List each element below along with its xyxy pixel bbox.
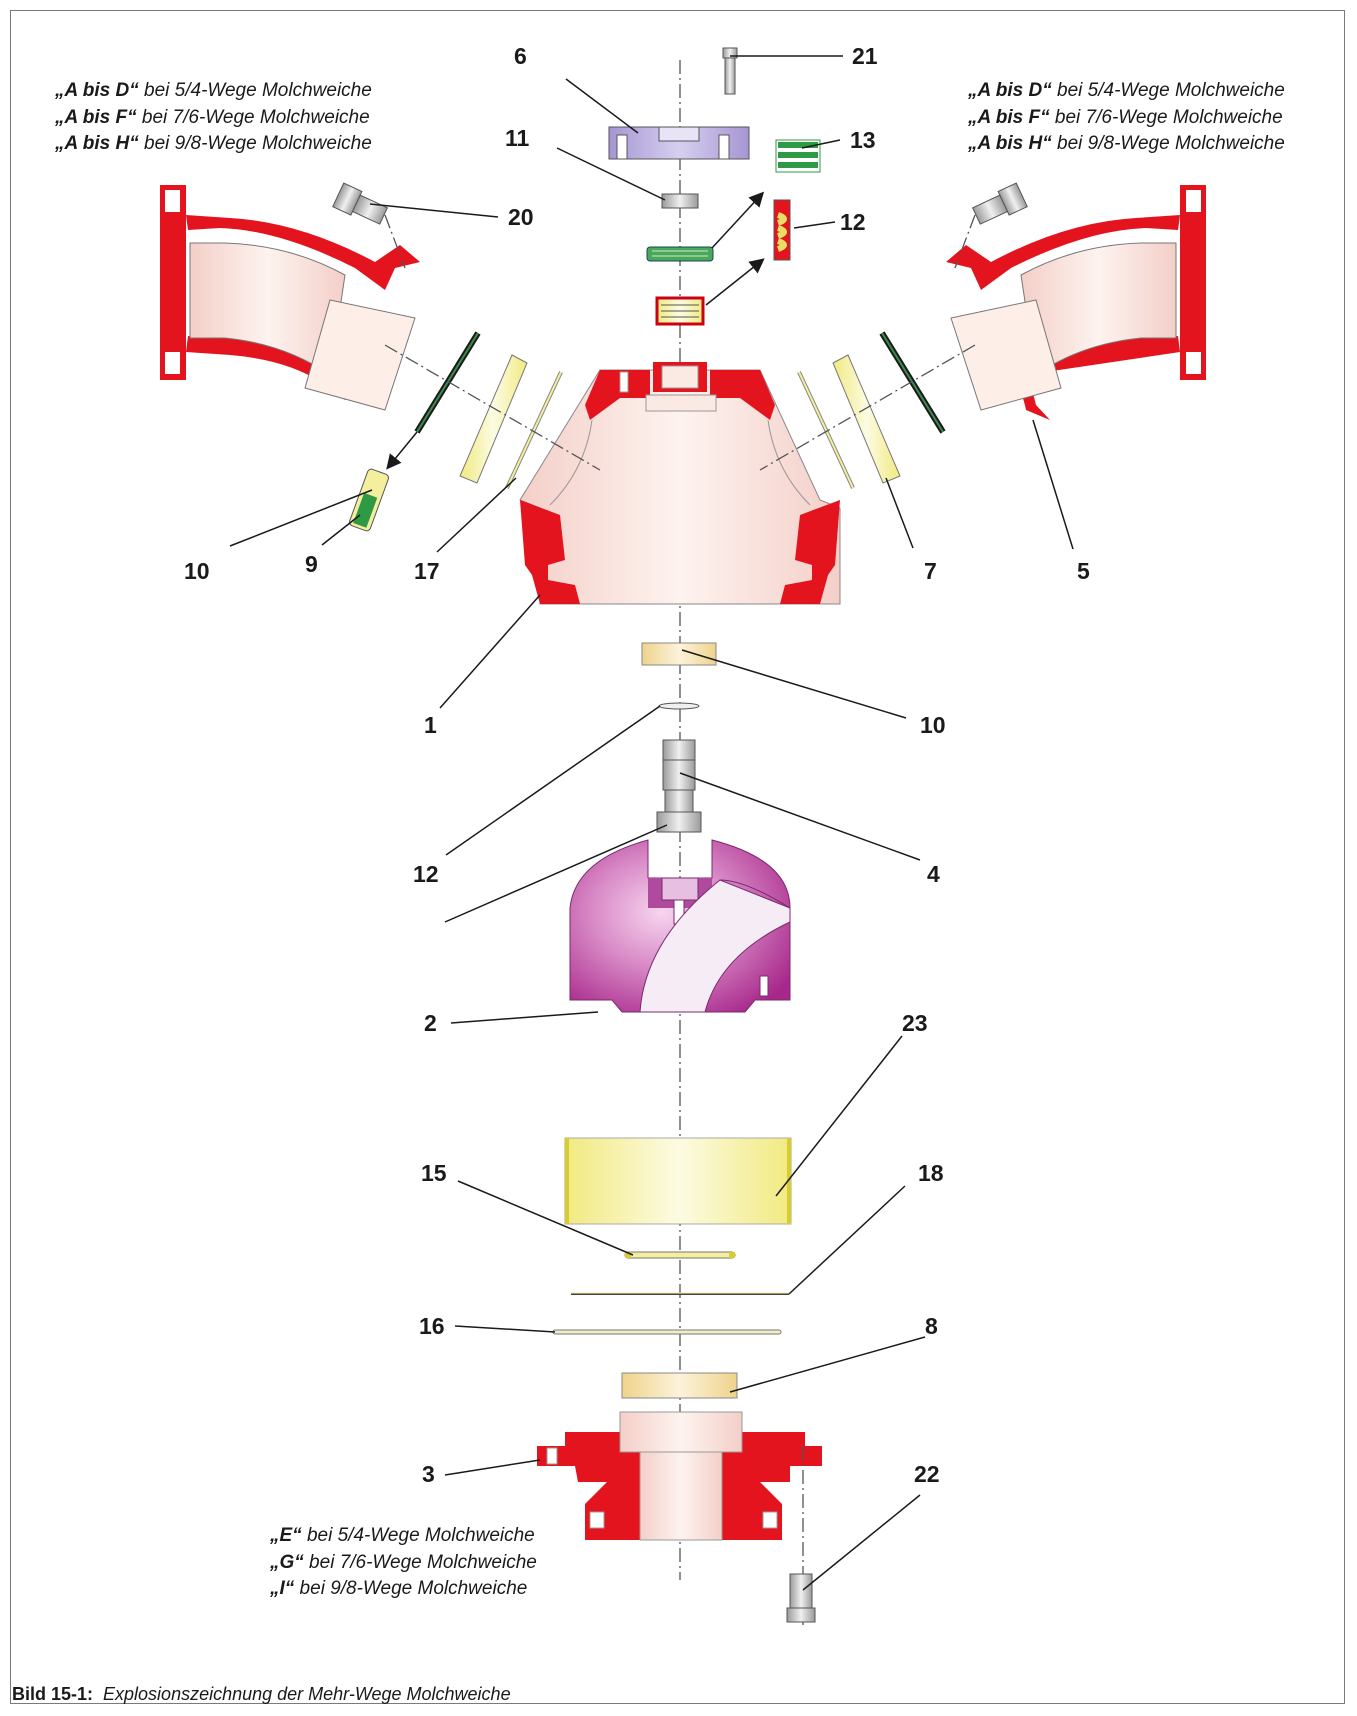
part-20-bolt	[332, 182, 389, 225]
part-6-cover	[608, 126, 750, 160]
label-6: 6	[514, 43, 527, 69]
part-16-disc	[552, 1329, 782, 1335]
drawing-frame	[10, 10, 1345, 1704]
label-10-center: 10	[920, 712, 946, 738]
part-12-packing	[655, 199, 791, 326]
part-17-disc	[505, 371, 563, 489]
left-seal-ring	[459, 354, 528, 484]
note-line: „A bis F“ bei 7/6-Wege Molchweiche	[968, 106, 1283, 128]
note-line: „E“ bei 5/4-Wege Molchweiche	[270, 1525, 535, 1546]
label-12-top: 12	[840, 209, 866, 235]
part-15-seal	[624, 1251, 736, 1259]
label-1: 1	[424, 712, 437, 738]
label-20: 20	[508, 204, 534, 230]
right-seal-ring	[832, 354, 901, 484]
part-21-bolt	[722, 47, 738, 95]
note-line: „A bis D“ bei 5/4-Wege Molchweiche	[55, 80, 372, 101]
caption-text: Explosionszeichnung der Mehr-Wege Molchw…	[103, 1684, 511, 1704]
label-5: 5	[1077, 558, 1090, 584]
part-4-shaft	[656, 739, 702, 833]
part-12-disc	[658, 702, 700, 710]
part-11-bushing	[661, 193, 699, 209]
part-10-bushing	[641, 642, 717, 666]
note-line: „I“ bei 9/8-Wege Molchweiche	[270, 1578, 528, 1599]
label-17: 17	[414, 558, 440, 584]
label-11: 11	[505, 125, 530, 151]
note-line: „A bis H“ bei 9/8-Wege Molchweiche	[55, 133, 372, 154]
part-2-ball	[569, 839, 791, 1013]
label-7: 7	[924, 558, 937, 584]
part-22-bolt	[786, 1573, 816, 1623]
label-15: 15	[421, 1160, 447, 1186]
label-18: 18	[918, 1160, 944, 1186]
note-line: „A bis F“ bei 7/6-Wege Molchweiche	[55, 106, 370, 128]
note-bottom: „E“ bei 5/4-Wege Molchweiche „G“ bei 7/6…	[270, 1523, 537, 1603]
note-line: „A bis H“ bei 9/8-Wege Molchweiche	[968, 133, 1285, 154]
label-4: 4	[927, 861, 940, 887]
right-o-ring	[879, 331, 946, 434]
label-21: 21	[852, 43, 878, 69]
part-3-bottom-flange	[537, 1411, 822, 1541]
part-13-spring	[646, 139, 821, 262]
label-16: 16	[419, 1313, 445, 1339]
part-9-filter-cartridge	[349, 468, 389, 532]
caption-label: Bild 15-1:	[12, 1684, 94, 1704]
label-8: 8	[925, 1313, 938, 1339]
note-top-right: „A bis D“ bei 5/4-Wege Molchweiche „A bi…	[968, 78, 1285, 158]
figure-caption: Bild 15-1: Explosionszeichnung der Mehr-W…	[12, 1684, 511, 1705]
label-2: 2	[424, 1010, 437, 1036]
part-23-sleeve	[564, 1137, 792, 1225]
label-12-center: 12	[413, 861, 439, 887]
label-13: 13	[850, 127, 876, 153]
left-o-ring	[414, 331, 481, 434]
label-9: 9	[305, 551, 318, 577]
part-1-housing	[519, 362, 841, 605]
label-22: 22	[914, 1461, 940, 1487]
label-3: 3	[422, 1461, 435, 1487]
note-line: „A bis D“ bei 5/4-Wege Molchweiche	[968, 80, 1285, 101]
right-bolt	[971, 182, 1028, 225]
label-10-left: 10	[184, 558, 210, 584]
right-disc	[797, 371, 855, 489]
note-top-left: „A bis D“ bei 5/4-Wege Molchweiche „A bi…	[55, 78, 372, 158]
right-elbow-flange	[946, 185, 1206, 420]
label-23: 23	[902, 1010, 928, 1036]
left-elbow-flange	[160, 185, 420, 411]
part-8-ring	[621, 1372, 738, 1399]
note-line: „G“ bei 7/6-Wege Molchweiche	[270, 1551, 537, 1573]
